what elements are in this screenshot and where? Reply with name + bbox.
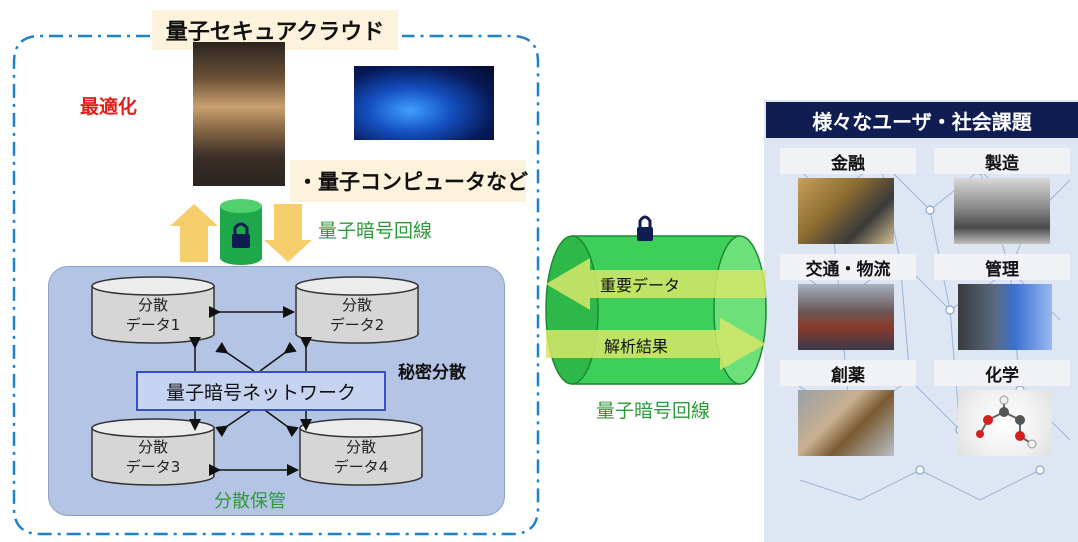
secret-sharing-label: 秘密分散 bbox=[398, 363, 466, 383]
manufacturing-photo bbox=[954, 178, 1050, 244]
cylinder-4-line1: 分散 bbox=[345, 438, 376, 456]
important-data-label: 重要データ bbox=[600, 276, 681, 295]
quantum-network-box: 量子暗号ネットワーク bbox=[136, 371, 386, 411]
download-arrow bbox=[264, 204, 312, 262]
cylinder-3-label: 分散 データ3 bbox=[92, 435, 214, 479]
transport-photo bbox=[798, 284, 894, 350]
cylinder-4-line2: データ4 bbox=[333, 458, 389, 476]
finance-photo bbox=[798, 178, 894, 244]
analysis-result-label: 解析結果 bbox=[604, 337, 669, 356]
category-transport: 交通・物流 bbox=[780, 254, 916, 280]
analysis-result-arrow bbox=[546, 318, 766, 370]
cylinder-1-label: 分散 データ1 bbox=[92, 293, 214, 337]
tunnel-lock-icon bbox=[637, 215, 653, 241]
cylinder-2-label: 分散 データ2 bbox=[296, 293, 418, 337]
cylinder-2 bbox=[295, 276, 419, 344]
cylinder-3-line1: 分散 bbox=[137, 438, 168, 456]
cylinder-1-line1: 分散 bbox=[137, 296, 168, 314]
cylinder-4 bbox=[299, 418, 423, 486]
qc-caption-box bbox=[290, 160, 526, 202]
distributed-storage-label: 分散保管 bbox=[214, 491, 286, 512]
cylinder-3 bbox=[91, 418, 215, 486]
cylinder-1 bbox=[91, 276, 215, 344]
category-manufacturing: 製造 bbox=[934, 148, 1070, 174]
category-drug-discovery: 創薬 bbox=[780, 360, 916, 386]
category-chemistry: 化学 bbox=[934, 360, 1070, 386]
management-photo bbox=[958, 284, 1052, 350]
cylinder-3-line2: データ3 bbox=[125, 458, 181, 476]
drug-discovery-photo bbox=[798, 390, 894, 456]
upload-arrow bbox=[170, 204, 218, 262]
cylinder-4-label: 分散 データ4 bbox=[300, 435, 422, 479]
cylinder-1-line2: データ1 bbox=[125, 316, 181, 334]
chemistry-photo bbox=[958, 390, 1052, 456]
qc-caption: ・量子コンピュータなど bbox=[297, 170, 528, 194]
important-data-arrow bbox=[546, 258, 766, 310]
cloud-boundary bbox=[12, 34, 540, 536]
quantum-wave-image bbox=[354, 66, 494, 140]
crypto-line-label-upper: 量子暗号回線 bbox=[318, 220, 433, 242]
category-management: 管理 bbox=[934, 254, 1070, 280]
crypto-line-label-lower: 量子暗号回線 bbox=[596, 400, 711, 422]
category-finance: 金融 bbox=[780, 148, 916, 174]
cylinder-2-line1: 分散 bbox=[341, 296, 372, 314]
cylinder-2-line2: データ2 bbox=[329, 316, 385, 334]
user-panel-title: 様々なユーザ・社会課題 bbox=[766, 102, 1078, 138]
lock-cylinder bbox=[220, 199, 262, 265]
optimization-label: 最適化 bbox=[80, 96, 138, 118]
quantum-computer-photo bbox=[193, 42, 285, 186]
molecule-icon bbox=[976, 395, 1037, 449]
